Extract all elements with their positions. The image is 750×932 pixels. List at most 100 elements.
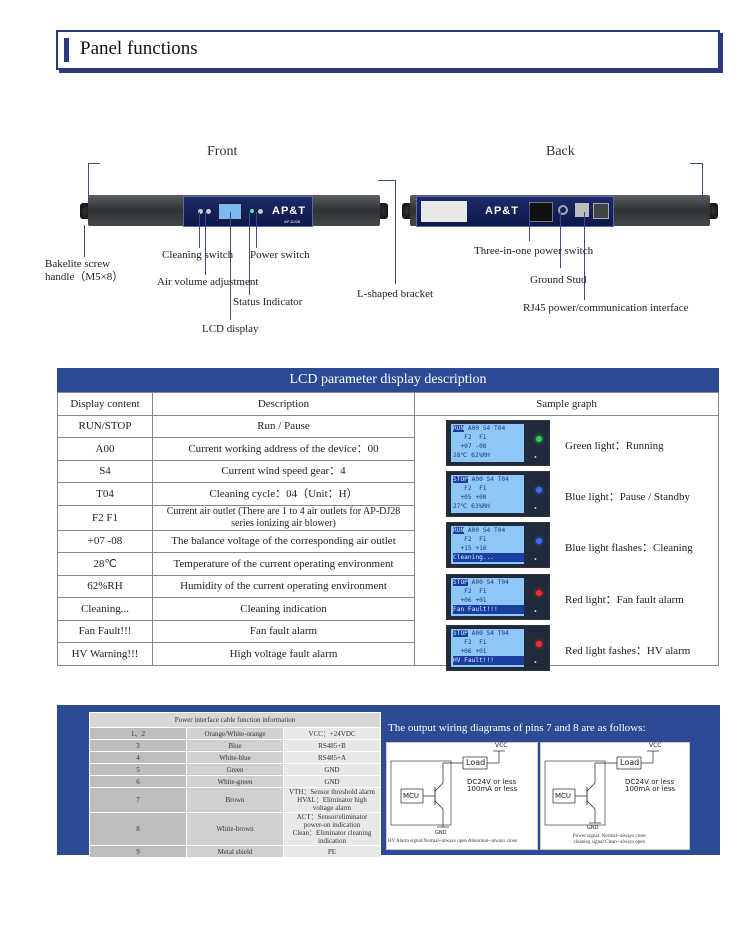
status-light-icon bbox=[536, 538, 542, 544]
status-light-icon bbox=[536, 487, 542, 493]
back-right-handle bbox=[708, 203, 718, 219]
front-cleaning-button bbox=[198, 209, 203, 214]
lcd-line: STOP A00 S4 T04 bbox=[453, 578, 524, 587]
callout-l-bracket: L-shaped bracket bbox=[357, 288, 434, 300]
callout-status-indicator: Status Indicator bbox=[233, 296, 303, 308]
back-rj45-port bbox=[575, 203, 589, 217]
pi-pin: 3 bbox=[89, 739, 187, 752]
back-left-handle bbox=[402, 203, 412, 219]
wifi-icon: • bbox=[534, 555, 537, 564]
d1-caption: HV Alarm signal:Normal--always open Abno… bbox=[388, 839, 517, 844]
pi-color: White-green bbox=[186, 775, 284, 788]
d2-gnd-label: GND bbox=[587, 825, 599, 831]
callout-rj45: RJ45 power/communication interface bbox=[523, 302, 689, 314]
front-label: Front bbox=[207, 144, 238, 159]
d1-spec-label: DC24V or less 100mA or less bbox=[467, 778, 518, 793]
front-status-led bbox=[250, 209, 254, 213]
pi-color: White-brown bbox=[186, 812, 284, 846]
row-content: RUN/STOP bbox=[57, 414, 153, 438]
d2-spec-label: DC24V or less 100mA or less bbox=[625, 778, 676, 793]
back-control-panel: AP&T bbox=[416, 196, 614, 227]
pi-pin: 4 bbox=[89, 751, 187, 764]
pi-heading-row: Power interface cable function informati… bbox=[89, 712, 381, 728]
back-label-plate bbox=[421, 201, 467, 222]
header-sample-graph: Sample graph bbox=[414, 392, 719, 416]
sample-light-description: Green light：Running bbox=[565, 440, 664, 452]
front-device: AP&T AP-DJ28 bbox=[80, 193, 388, 227]
pi-pin: 9 bbox=[89, 845, 187, 858]
title-box: Panel functions bbox=[56, 30, 720, 70]
wifi-icon: • bbox=[534, 504, 537, 513]
lcd-line: 28℃ 62%RH bbox=[453, 452, 490, 459]
lcd-line: F2 F1 bbox=[453, 485, 487, 492]
lcd-address-line: A00 S4 T04 bbox=[464, 527, 506, 534]
front-right-handle bbox=[378, 203, 388, 219]
lcd-status: STOP bbox=[453, 476, 468, 483]
pi-function: VTH：Sensor threshold alarm HVAL：Eliminat… bbox=[283, 787, 381, 813]
front-air-knob bbox=[206, 209, 211, 214]
row-description: Current wind speed gear：4 bbox=[152, 459, 415, 483]
row-description: Current working address of the device：00 bbox=[152, 437, 415, 461]
lcd-address-line: A00 S4 T04 bbox=[464, 425, 506, 432]
pi-heading: Power interface cable function informati… bbox=[89, 712, 381, 728]
lcd-line bbox=[230, 212, 231, 320]
pi-color: White-blue bbox=[186, 751, 284, 764]
bracket-line-left-top bbox=[88, 163, 100, 164]
output-wiring-title: The output wiring diagrams of pins 7 and… bbox=[388, 722, 646, 734]
lcd-line: RUN A00 S4 T04 bbox=[453, 526, 524, 535]
d1-load-label: Load bbox=[466, 758, 486, 767]
lcd-line: HV Fault!!! bbox=[453, 656, 524, 665]
lcd-line: +15 +16 bbox=[453, 545, 487, 552]
lcd-line: Cleaning... bbox=[453, 553, 524, 562]
back-label: Back bbox=[546, 144, 575, 159]
ground-line bbox=[560, 212, 561, 268]
row-content: HV Warning!!! bbox=[57, 642, 153, 666]
row-content: Cleaning... bbox=[57, 597, 153, 621]
row-description: Cleaning cycle：04（Unit：H） bbox=[152, 482, 415, 506]
pi-pin: 5 bbox=[89, 763, 187, 776]
pi-function: GND bbox=[283, 775, 381, 788]
pi-function: VCC：+24VDC bbox=[283, 727, 381, 740]
pi-function: GND bbox=[283, 763, 381, 776]
lcd-status: RUN bbox=[453, 425, 465, 432]
air-line bbox=[205, 212, 206, 275]
row-content: S4 bbox=[57, 459, 153, 483]
pi-function: RS485+A bbox=[283, 751, 381, 764]
wiring-diagram-2: VCC Load MCU GND DC24V or less 100mA or … bbox=[540, 742, 690, 850]
wifi-icon: • bbox=[534, 658, 537, 667]
pi-color: Blue bbox=[186, 739, 284, 752]
cleaning-line bbox=[199, 212, 200, 248]
row-description: Fan fault alarm bbox=[152, 619, 415, 643]
row-description: Humidity of the current operating enviro… bbox=[152, 574, 415, 598]
sample-light-description: Blue light flashes：Cleaning bbox=[565, 542, 693, 554]
callout-power-switch: Power switch bbox=[250, 249, 310, 261]
power-interface-table: Power interface cable function informati… bbox=[89, 712, 381, 858]
d1-gnd-label: GND bbox=[435, 830, 447, 836]
page-title: Panel functions bbox=[80, 38, 198, 59]
d1-mcu-label: MCU bbox=[403, 792, 420, 800]
header-display-content: Display content bbox=[57, 392, 153, 416]
callout-lcd-display: LCD display bbox=[202, 323, 259, 335]
wiring-diagram-1-svg bbox=[390, 750, 505, 828]
back-bracket-line bbox=[702, 163, 703, 203]
status-light-icon bbox=[536, 436, 542, 442]
row-description: Cleaning indication bbox=[152, 597, 415, 621]
lcd-address-line: A00 S4 T04 bbox=[467, 630, 509, 637]
pi-pin: 1、2 bbox=[89, 727, 187, 740]
table-header-row: Display content Description Sample graph bbox=[57, 392, 719, 416]
wiring-diagram-2-svg bbox=[544, 750, 659, 826]
lcd-line: STOP A00 S4 T04 bbox=[453, 475, 524, 484]
